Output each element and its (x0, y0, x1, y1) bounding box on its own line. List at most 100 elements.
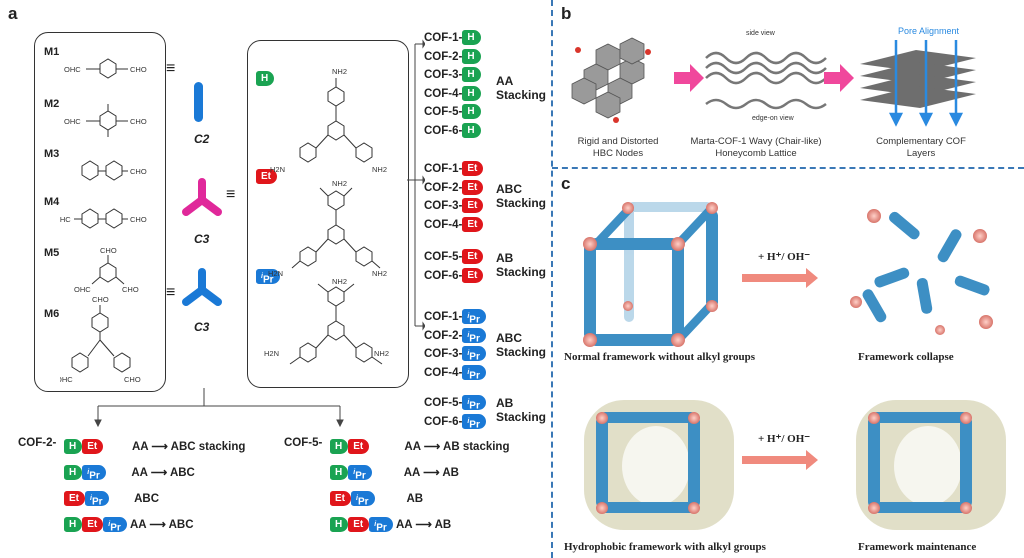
svg-text:+ H⁺/ OH⁻: + H⁺/ OH⁻ (758, 433, 810, 445)
monomer-box (34, 32, 166, 392)
equiv-symbol-2: ≡ (226, 186, 236, 203)
svg-text:OHC: OHC (64, 117, 81, 126)
tag-pr: iPr (348, 465, 372, 482)
tag-et: Et (462, 161, 484, 177)
svg-text:NH2: NH2 (372, 165, 387, 174)
cof-label: COF-3- (424, 69, 463, 81)
amine-box (247, 40, 409, 388)
svg-text:H2N: H2N (264, 349, 279, 358)
cof-list-et: COF-1-Et COF-2-Et COF-3-Et COF-4-Et (424, 160, 484, 234)
stacking-pr-ab: AB Stacking (496, 396, 547, 424)
svg-text:CHO: CHO (130, 215, 147, 224)
cof-label: COF-1- (424, 163, 463, 175)
wavy-lattice-image (705, 51, 827, 110)
panel-b-graphics: side view edge-on view Pore Alignment (571, 26, 976, 127)
stacking-h-aa: AA Stacking (496, 74, 547, 102)
panel-c-graphics: + H⁺/ OH⁻ + H⁺/ OH⁻ (583, 202, 1006, 530)
svg-text:CHO: CHO (100, 246, 117, 255)
tag-pr: iPr (351, 491, 375, 508)
svg-text:CHO: CHO (130, 65, 147, 74)
amine-tag-h: H (256, 71, 275, 87)
complementary-layers-image (860, 40, 976, 127)
hydrophobic-framework-cube (584, 400, 734, 530)
amine-structures: NH2 H2N NH2 NH2 H2N NH2 NH2 H2N NH2 (264, 67, 389, 365)
svg-text:OHC: OHC (74, 285, 91, 294)
svg-text:+ H⁺/ OH⁻: + H⁺/ OH⁻ (758, 251, 810, 263)
cof-label: COF-5- (424, 251, 463, 263)
tag-h: H (330, 439, 349, 455)
svg-text:H2N: H2N (268, 269, 283, 278)
cof-label: COF-4- (424, 218, 463, 231)
panel-c-label: c (561, 174, 571, 193)
svg-text:NH2: NH2 (374, 349, 389, 358)
svg-text:CHO: CHO (124, 375, 141, 384)
cof-label: COF-6- (424, 124, 463, 137)
svg-text:H2N: H2N (270, 165, 285, 174)
c3-blue-icon (182, 268, 222, 306)
c3-label-a: C3 (194, 232, 210, 246)
svg-text:OHC: OHC (60, 215, 71, 224)
svg-text:side view: side view (746, 30, 776, 37)
reaction-arrow-icon-2 (742, 450, 818, 470)
tag-et: Et (348, 517, 370, 533)
tag-et: Et (64, 491, 85, 507)
svg-text:edge-on view: edge-on view (752, 115, 795, 122)
equiv-symbol-3: ≡ (166, 284, 176, 301)
tag-h: H (330, 517, 349, 533)
tag-h: H (462, 85, 481, 101)
mixed-right-row: AB (406, 493, 424, 505)
c2-label: C2 (194, 132, 210, 146)
cof-label: COF-2- (424, 329, 463, 342)
cof-label: COF-4- (424, 87, 463, 100)
mixed-right-row: AA ⟶ AB (403, 467, 459, 479)
caption-marta: Marta-COF-1 Wavy (Chair-like) Honeycomb … (690, 136, 822, 159)
equiv-symbol: ≡ (166, 60, 176, 77)
mixed-right-row: AA ⟶ AB (395, 519, 452, 531)
svg-text:CHO: CHO (122, 285, 139, 294)
tag-et: Et (330, 491, 351, 507)
svg-text:NH2: NH2 (332, 179, 347, 188)
tag-h: H (64, 465, 83, 481)
tag-pr: iPr (462, 309, 486, 326)
collapsed-pieces (862, 211, 990, 323)
tag-h: H (462, 48, 481, 64)
mixed-left-row: AA ⟶ ABC stacking (132, 441, 246, 453)
maintained-framework-cube (856, 400, 1006, 530)
arrow-right-icon-2 (824, 64, 854, 92)
caption-hydrophobic: Hydrophobic framework with alkyl groups (564, 541, 766, 553)
mixed-cof2-label: COF-2- (18, 437, 57, 449)
tag-h: H (64, 517, 83, 533)
panel-a-label: a (8, 4, 18, 23)
mixed-left-row: AA ⟶ ABC (129, 519, 194, 531)
c3-label-b: C3 (194, 320, 210, 334)
amine-tag-et: Et (256, 169, 277, 185)
cof-label: COF-3- (424, 348, 463, 360)
mixed-right-row: AA ⟶ AB stacking (404, 441, 510, 453)
monomer-m1-label: M1 (44, 46, 60, 58)
cof-label: COF-2- (424, 181, 463, 194)
caption-layers: Complementary COF Layers (876, 136, 966, 159)
cof-list-pr: COF-1-iPr COF-2-iPr COF-3-iPr COF-4-iPr (424, 308, 486, 382)
svg-text:CHO: CHO (130, 117, 147, 126)
tag-pr: iPr (462, 395, 486, 412)
svg-text:NH2: NH2 (332, 67, 347, 76)
c3-magenta-icon (182, 178, 222, 216)
monomer-m4-label: M4 (44, 196, 60, 208)
tag-pr: iPr (462, 327, 486, 344)
vertical-divider (551, 0, 553, 558)
tag-pr: iPr (462, 346, 486, 363)
tag-et: Et (82, 517, 104, 533)
svg-text:OHC: OHC (60, 375, 73, 384)
svg-text:NH2: NH2 (332, 277, 347, 286)
horizontal-divider (552, 167, 1024, 169)
stacking-et-ab: AB Stacking (496, 251, 547, 279)
stacking-et-abc: ABC Stacking (496, 182, 547, 210)
svg-text:CHO: CHO (130, 167, 147, 176)
reaction-arrow-icon (742, 268, 818, 288)
amine-arrows (407, 39, 425, 331)
caption-hbc: Rigid and Distorted HBC Nodes (577, 136, 659, 159)
tag-et: Et (462, 267, 484, 283)
tag-et: Et (462, 179, 484, 195)
